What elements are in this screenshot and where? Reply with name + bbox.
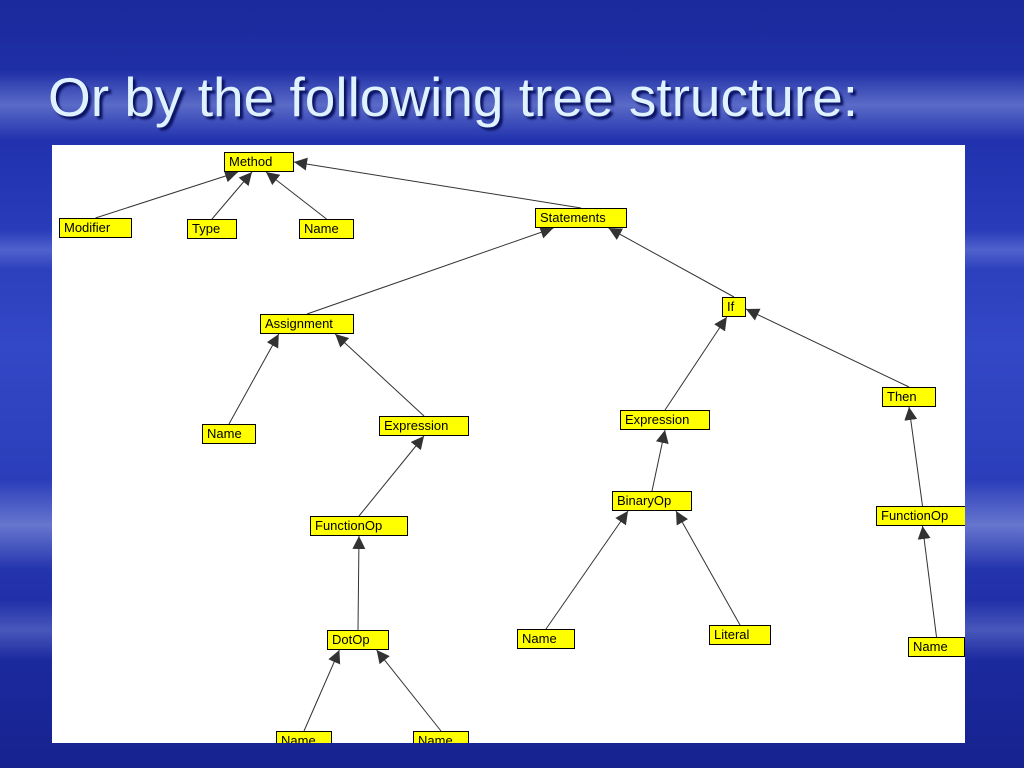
- tree-node-literal: Literal: [709, 625, 771, 645]
- tree-edge-name3-to-binaryop: [545, 510, 629, 630]
- tree-node-expression2: Expression: [620, 410, 710, 430]
- tree-node-statements: Statements: [535, 208, 627, 228]
- tree-edge-name5-to-dotop: [303, 649, 341, 732]
- tree-edge-functionop1-to-expression1: [358, 435, 425, 517]
- tree-node-functionop2: FunctionOp: [876, 506, 965, 526]
- tree-edge-expression2-to-if: [664, 316, 728, 411]
- tree-edge-name6-to-dotop: [376, 649, 442, 732]
- tree-edge-functionop2-to-then: [904, 406, 923, 507]
- tree-edge-type-to-method: [211, 171, 253, 220]
- tree-node-assignment: Assignment: [260, 314, 354, 334]
- tree-edge-statements-to-method: [293, 157, 582, 209]
- tree-node-then: Then: [882, 387, 936, 407]
- tree-edge-modifier-to-method: [95, 169, 239, 219]
- tree-edges: [95, 157, 937, 732]
- tree-edge-expression1-to-assignment: [334, 333, 425, 417]
- tree-node-name5: Name: [276, 731, 332, 743]
- tree-node-name2: Name: [202, 424, 256, 444]
- tree-edge-name1-to-method: [265, 171, 327, 220]
- tree-node-name3: Name: [517, 629, 575, 649]
- tree-node-dotop: DotOp: [327, 630, 389, 650]
- tree-node-method: Method: [224, 152, 294, 172]
- tree-node-binaryop: BinaryOp: [612, 491, 692, 511]
- tree-edge-dotop-to-functionop1: [352, 535, 366, 631]
- tree-node-modifier: Modifier: [59, 218, 132, 238]
- tree-node-type: Type: [187, 219, 237, 239]
- tree-node-expression1: Expression: [379, 416, 469, 436]
- tree-edge-binaryop-to-expression2: [651, 429, 669, 492]
- tree-node-name4: Name: [908, 637, 965, 657]
- tree-node-name6: Name: [413, 731, 469, 743]
- tree-node-if: If: [722, 297, 746, 317]
- tree-node-functionop1: FunctionOp: [310, 516, 408, 536]
- tree-edge-name4-to-functionop2: [917, 525, 937, 638]
- tree-edge-literal-to-binaryop: [675, 510, 741, 626]
- slide-title: Or by the following tree structure:: [48, 66, 859, 128]
- tree-edge-assignment-to-statements: [306, 226, 554, 315]
- tree-edge-then-to-if: [745, 308, 910, 388]
- tree-edge-if-to-statements: [608, 227, 735, 298]
- tree-edge-name2-to-assignment: [228, 333, 280, 425]
- tree-node-name1: Name: [299, 219, 354, 239]
